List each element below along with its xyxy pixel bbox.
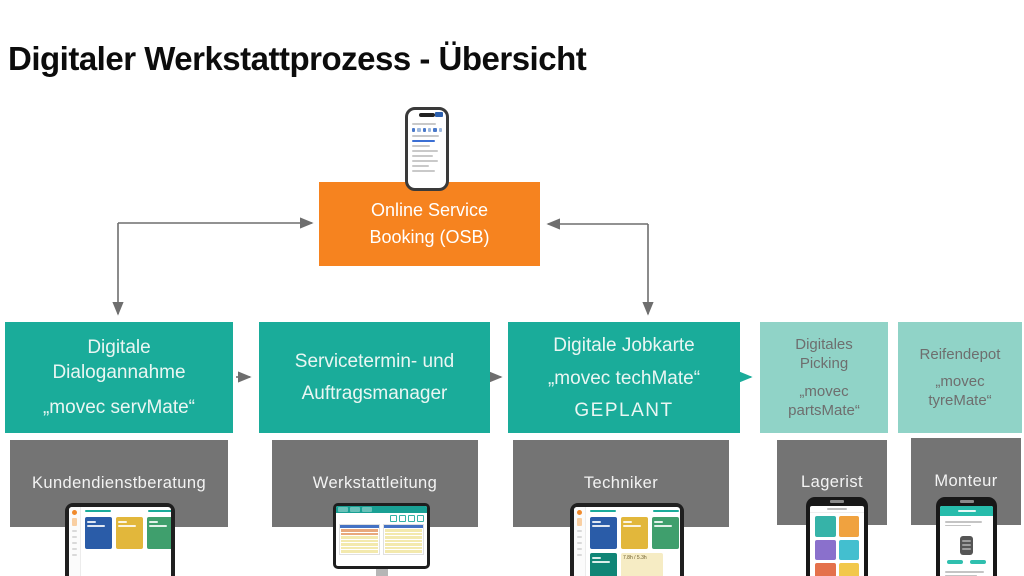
app-header [940,506,993,516]
tablet-screen [69,507,171,576]
process-box-dialogannahme: Digitale Dialogannahme „movec servMate“ [5,322,233,433]
tablet-main-area: 7.8h / 5.3h [586,507,680,576]
app-header [810,506,864,513]
monitor-stand [375,569,388,576]
tablet-sidebar [574,507,586,576]
tire-graphic [960,536,973,555]
phone-screen [412,120,442,184]
tablet-mockup-kundendienstberatung [65,503,175,576]
hours-value: 7.8h / 5.3h [623,555,647,561]
phone-notch [419,113,435,117]
dashboard-tile [652,517,679,549]
app-icon [838,563,859,576]
role-label: Kundendienstberatung [31,474,207,492]
page-title: Digitaler Werkstattprozess - Übersicht [8,40,587,77]
phone-screen [940,506,993,576]
app-icon-grid [810,513,864,576]
dashboard-tile [621,517,648,549]
app-logo-dot [72,510,77,515]
app-icon [838,539,859,560]
phone-screen-badge [435,112,443,117]
process-box-reifendepot: Reifendepot „movec tyreMate“ [898,322,1022,433]
info-lines [940,566,993,576]
dashboard-tiles [590,517,679,549]
table-panel [383,524,424,555]
monitor-mockup-werkstattleitung [333,503,430,576]
process-box-status: GEPLANT [574,400,674,422]
sidebar-active-item [577,518,582,526]
osb-label: Online Service Booking (OSB) [369,200,490,247]
process-box-subtitle: „movec tyreMate“ [928,373,992,409]
phone-screen [810,506,864,576]
dashboard-tile [590,553,617,576]
tablet-mockup-techniker: 7.8h / 5.3h [570,503,684,576]
handheld-mockup-lagerist [806,497,868,576]
role-label: Werkstattleitung [312,474,438,492]
process-box-picking: Digitales Picking „movec partsMate“ [760,322,888,433]
app-icon [815,516,836,537]
dashboard-tile [85,517,112,549]
role-label: Monteur [934,472,998,490]
dashboard-tile [590,517,617,549]
process-box-subtitle: „movec servMate“ [42,396,196,418]
app-icon [815,563,836,576]
process-box-title: Digitale Dialogannahme [52,336,186,383]
dashboard-tile [116,517,143,549]
process-box-jobkarte: Digitale Jobkarte „movec techMate“ GEPLA… [508,322,740,433]
process-box-title: Reifendepot [919,345,1001,363]
role-label: Techniker [583,474,659,492]
form-lines [940,516,993,531]
tablet-main-area [81,507,171,576]
osb-smartphone-mockup [405,107,449,191]
process-box-subtitle: „movec partsMate“ [788,382,860,419]
monitor-screen [336,506,427,566]
tablet-screen: 7.8h / 5.3h [574,507,680,576]
dashboard-tiles: 7.8h / 5.3h [590,553,679,576]
process-box-auftragsmanager: Servicetermin- und Auftragsmanager [259,322,490,433]
monitor-table-panels [336,524,427,555]
booking-icons-row [412,128,442,132]
phone-brand-mark [959,500,974,503]
tablet-topbar [590,510,679,512]
process-box-title: Digitales Picking [795,335,853,373]
process-box-title: Servicetermin- und Auftragsmanager [294,350,455,404]
app-icon [815,539,836,560]
process-box-subtitle: „movec techMate“ [547,367,701,389]
phone-brand-mark [830,500,844,503]
tire-image [940,531,993,558]
app-icon [838,516,859,537]
monitor-toolbar [336,513,427,524]
app-logo-dot [577,510,582,515]
tablet-sidebar [69,507,81,576]
handheld-mockup-monteur [936,497,997,576]
tablet-topbar [85,510,171,512]
role-label: Lagerist [801,473,863,491]
action-buttons [940,558,993,566]
osb-box: Online Service Booking (OSB) [319,182,540,266]
dashboard-tile-hours: 7.8h / 5.3h [621,553,663,576]
table-panel [339,524,380,555]
dashboard-tile [147,517,171,549]
process-box-title: Digitale Jobkarte [553,334,695,356]
monitor-frame [333,503,430,569]
monitor-app-header [336,506,427,513]
dashboard-tiles [85,517,171,549]
sidebar-active-item [72,518,77,526]
